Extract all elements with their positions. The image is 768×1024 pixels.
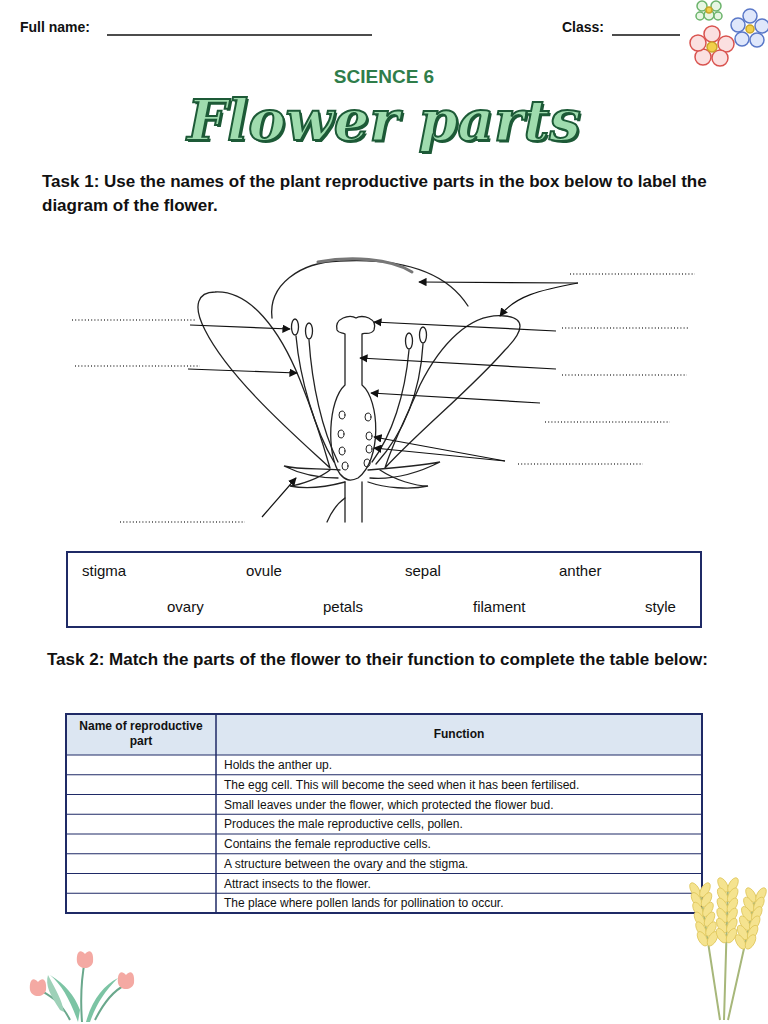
function-table — [66, 714, 702, 913]
name-line — [107, 34, 372, 36]
table-cell: Small leaves under the flower, which pro… — [224, 798, 698, 812]
table-cell: The place where pollen lands for pollina… — [224, 896, 698, 910]
leader-arrow — [188, 282, 578, 517]
field-label: Full name: — [20, 19, 110, 35]
wheat-decoration — [688, 876, 768, 1020]
word-box: stigma ovule sepal anther ovary petals filamen… — [66, 551, 702, 628]
word-bank-term: stigma — [82, 562, 126, 579]
word-bank-term: style — [645, 598, 676, 615]
table-header: Name of reproductive part — [68, 719, 214, 749]
flower-illustration — [198, 259, 520, 522]
table-cell: Holds the anther up. — [224, 758, 698, 772]
table-cell: A structure between the ovary and the st… — [224, 857, 698, 871]
task-instruction: Task 1: Use the names of the plant repro… — [42, 170, 754, 218]
word-bank-term: filament — [473, 598, 526, 615]
class-line — [612, 34, 680, 36]
table-cell: Contains the female reproductive cells. — [224, 837, 698, 851]
table-cell: Produces the male reproductive cells, po… — [224, 817, 698, 831]
word-bank-term: anther — [559, 562, 602, 579]
worksheet-title: Flower parts — [0, 92, 768, 148]
word-bank-term: sepal — [405, 562, 441, 579]
subject-heading: SCIENCE 6 — [0, 66, 768, 87]
table-cell: Attract insects to the flower. — [224, 877, 698, 891]
tulip-decoration — [30, 951, 134, 1022]
table-header: Function — [216, 727, 702, 741]
word-bank-term: ovary — [167, 598, 204, 615]
flower-decoration — [690, 1, 768, 66]
table-cell: The egg cell. This will become the seed … — [224, 778, 698, 792]
word-bank-term: petals — [323, 598, 363, 615]
answer-line — [72, 274, 695, 522]
field-label: Class: — [562, 19, 612, 35]
task-instruction: Task 2: Match the parts of the flower to… — [47, 648, 747, 672]
word-bank-term: ovule — [246, 562, 282, 579]
